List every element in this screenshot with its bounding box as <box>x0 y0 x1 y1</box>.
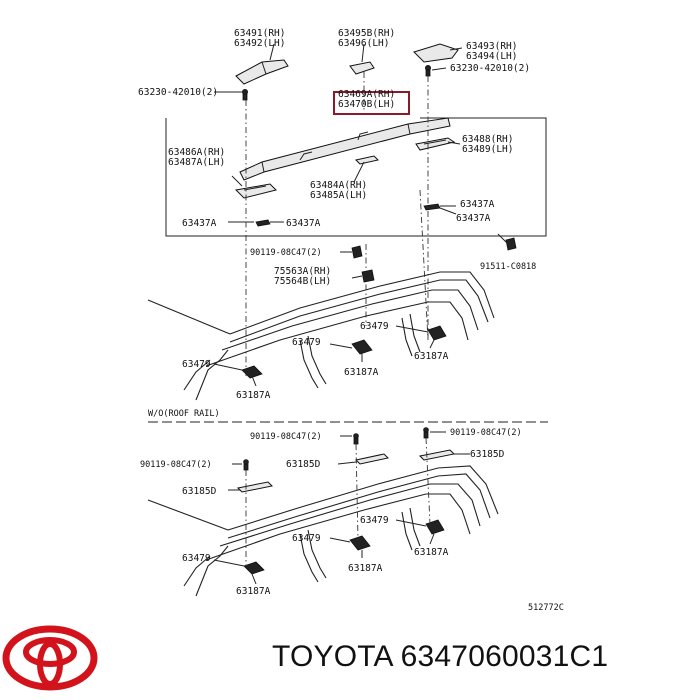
label-63479-3: 63479 <box>182 359 211 370</box>
label-63486: 63486A(RH) <box>168 147 225 158</box>
label-63492: 63492(LH) <box>234 38 285 49</box>
label-63185-1: 63185D <box>470 449 505 460</box>
label-63489: 63489(LH) <box>462 144 513 155</box>
label-63185-2: 63185D <box>286 459 321 470</box>
label-75563: 75563A(RH) <box>274 266 331 277</box>
label-63437-d: 63437A <box>456 213 491 224</box>
label-63494: 63494(LH) <box>466 51 517 62</box>
label-63230-left: 63230-42010(2) <box>138 87 218 98</box>
label-63491: 63491(RH) <box>234 28 285 39</box>
highlight-box <box>333 91 410 115</box>
part-number-caption: TOYOTA 6347060031C1 <box>272 640 609 673</box>
label-63488: 63488(RH) <box>462 134 513 145</box>
label-63230-right: 63230-42010(2) <box>450 63 530 74</box>
label-90119-4: 90119-08C47(2) <box>140 460 212 470</box>
label-90119-3: 90119-08C47(2) <box>450 428 522 438</box>
section-note-without-roof-rail: W/O(ROOF RAIL) <box>148 409 220 419</box>
roof-rail <box>239 117 451 181</box>
vehicle-roof-lower <box>147 465 499 597</box>
vehicle-roof-upper <box>147 271 495 401</box>
roof-rail-cap <box>349 61 375 75</box>
label-63469: 63469A(RH) <box>338 89 395 100</box>
drawing-number: 512772C <box>528 603 564 613</box>
label-63187-4: 63187A <box>414 547 449 558</box>
label-63437-b: 63437A <box>286 218 321 229</box>
label-63484: 63484A(RH) <box>310 180 367 191</box>
label-63437-a: 63437A <box>182 218 217 229</box>
label-63187-2: 63187A <box>344 367 379 378</box>
label-63187-3: 63187A <box>236 390 271 401</box>
label-63479-1: 63479 <box>360 321 389 332</box>
label-63493: 63493(RH) <box>466 41 517 52</box>
label-63470-highlighted: 63470B(LH) <box>338 99 395 110</box>
roof-rail-end-cover-front <box>235 59 289 85</box>
label-90119-2: 90119-08C47(2) <box>250 432 322 442</box>
label-63437-c: 63437A <box>460 199 495 210</box>
label-75564: 75564B(LH) <box>274 276 331 287</box>
label-63495: 63495B(RH) <box>338 28 395 39</box>
label-63185-3: 63185D <box>182 486 217 497</box>
label-63485: 63485A(LH) <box>310 190 367 201</box>
label-63479-5: 63479 <box>292 533 321 544</box>
label-63479-4: 63479 <box>360 515 389 526</box>
roof-rail-end-cover-rear <box>413 43 459 63</box>
label-63496: 63496(LH) <box>338 38 389 49</box>
label-63187-6: 63187A <box>236 586 271 597</box>
label-63479-6: 63479 <box>182 553 211 564</box>
label-63487: 63487A(LH) <box>168 157 225 168</box>
label-63187-1: 63187A <box>414 351 449 362</box>
label-63479-2: 63479 <box>292 337 321 348</box>
label-90119-1: 90119-08C47(2) <box>250 248 322 258</box>
assembly-frame <box>165 117 547 237</box>
label-91511: 91511-C0818 <box>480 262 536 272</box>
toyota-logo <box>2 625 98 691</box>
label-63187-5: 63187A <box>348 563 383 574</box>
